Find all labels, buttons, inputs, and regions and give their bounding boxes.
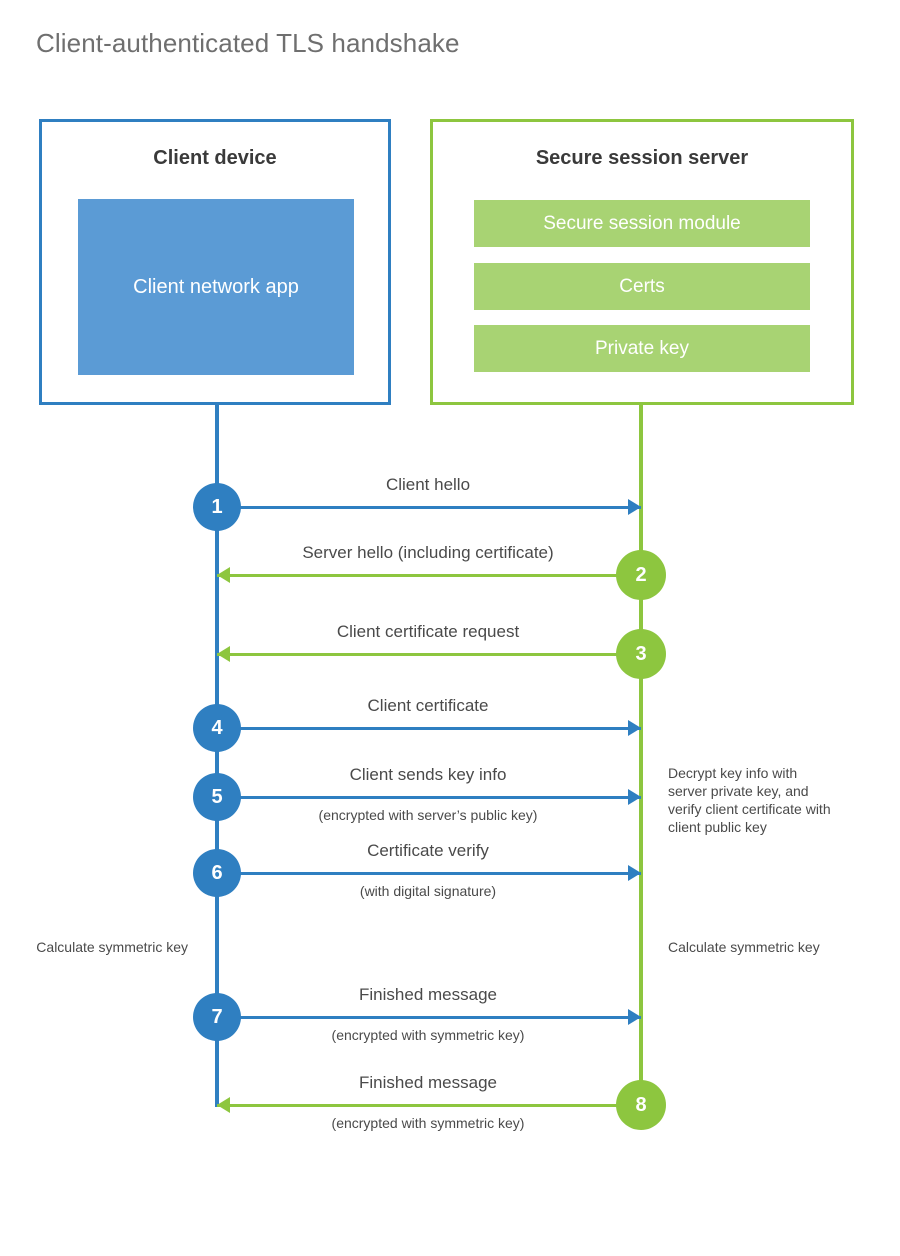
client-network-app-block: Client network app: [78, 199, 354, 375]
message-arrowhead: [217, 567, 230, 583]
message-line: [217, 1104, 641, 1107]
client-lifeline: [215, 405, 219, 1107]
server-block-certs: Certs: [474, 263, 810, 310]
secure-session-server-box: Secure session server Secure session mod…: [430, 119, 854, 405]
server-calculate-symmetric-key-note: Calculate symmetric key: [668, 939, 820, 955]
server-decrypt-note: Decrypt key info with server private key…: [668, 765, 831, 835]
message-label: Client certificate request: [336, 622, 520, 641]
message-label: Finished message: [359, 985, 497, 1004]
message-line: [217, 1016, 641, 1019]
step-circle-3[interactable]: 3: [616, 629, 666, 679]
message-arrowhead: [217, 1097, 230, 1113]
message-label: Client hello: [385, 475, 471, 494]
message-line: [217, 796, 641, 799]
server-lifeline: [639, 405, 643, 1107]
message-arrowhead: [628, 499, 641, 515]
server-block-private-key: Private key: [474, 325, 810, 372]
secure-session-server-title: Secure session server: [535, 147, 749, 169]
message-label: Finished message: [359, 1073, 497, 1092]
message-line: [217, 574, 641, 577]
server-block-secure-session-module: Secure session module: [474, 200, 810, 247]
server-block-label: Secure session module: [543, 212, 741, 234]
message-label: Server hello (including certificate): [302, 543, 554, 562]
step-circle-2[interactable]: 2: [616, 550, 666, 600]
message-line: [217, 653, 641, 656]
message-label: Client sends key info: [349, 765, 507, 784]
step-circle-6[interactable]: 6: [193, 849, 241, 897]
step-circle-7[interactable]: 7: [193, 993, 241, 1041]
message-line: [217, 727, 641, 730]
client-device-box: Client device Client network app: [39, 119, 391, 405]
message-sublabel: (encrypted with symmetric key): [331, 1115, 525, 1131]
client-network-app-label: Client network app: [133, 276, 299, 298]
page-title: Client-authenticated TLS handshake: [36, 28, 460, 58]
step-circle-5[interactable]: 5: [193, 773, 241, 821]
message-label: Certificate verify: [367, 841, 489, 860]
server-block-label: Private key: [595, 337, 689, 359]
message-line: [217, 506, 641, 509]
message-arrowhead: [628, 720, 641, 736]
message-arrowhead: [628, 865, 641, 881]
message-sublabel: (encrypted with symmetric key): [331, 1027, 525, 1043]
message-sublabel: (encrypted with server’s public key): [318, 807, 538, 823]
server-block-label: Certs: [619, 275, 665, 297]
message-label: Client certificate: [367, 696, 489, 715]
message-arrowhead: [628, 1009, 641, 1025]
step-circle-4[interactable]: 4: [193, 704, 241, 752]
message-arrowhead: [217, 646, 230, 662]
message-line: [217, 872, 641, 875]
step-circle-8[interactable]: 8: [616, 1080, 666, 1130]
client-device-title: Client device: [153, 147, 277, 169]
step-circle-1[interactable]: 1: [193, 483, 241, 531]
message-arrowhead: [628, 789, 641, 805]
client-calculate-symmetric-key-note: Calculate symmetric key: [36, 939, 188, 955]
message-sublabel: (with digital signature): [359, 883, 497, 899]
